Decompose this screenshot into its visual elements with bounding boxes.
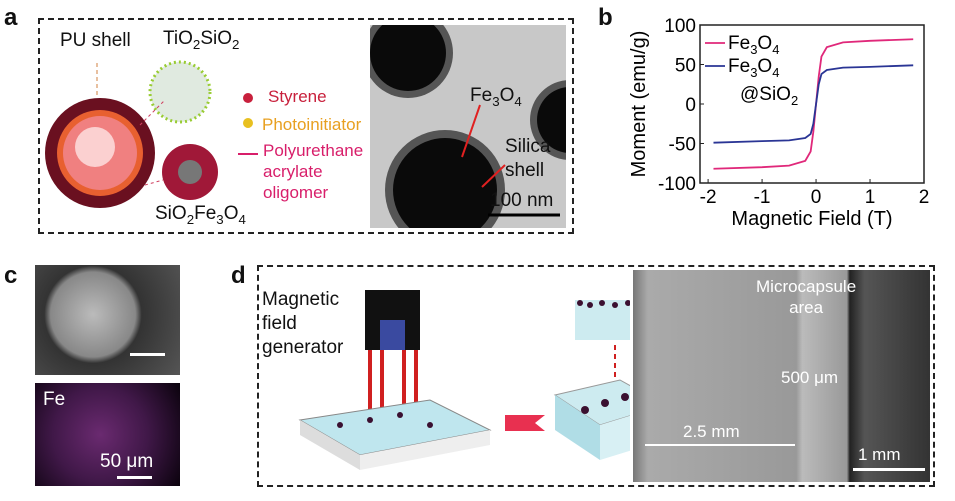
- fe-eds-map-image: Fe 50 μm: [35, 383, 180, 486]
- y-tick-label: -100: [658, 174, 696, 195]
- sem-scale-bar-d: [853, 468, 925, 471]
- tio2-sio2-nanoparticle: [148, 60, 212, 124]
- tem-scale-bar-label: 100 nm: [490, 190, 554, 211]
- y-tick-label: 50: [675, 56, 696, 77]
- dim-2-5mm-label: 2.5 mm: [683, 422, 740, 441]
- oligomer-line-icon: [238, 153, 258, 155]
- panel-a-label: a: [4, 4, 18, 31]
- dim-2-5mm-arrow: [645, 444, 795, 446]
- eds-scale-bar: [117, 476, 152, 479]
- pu-shell-label: PU shell: [60, 30, 131, 51]
- dim-500um-label: 500 μm: [781, 368, 839, 387]
- x-tick-label: -2: [700, 187, 717, 208]
- series-line-1: [713, 64, 914, 144]
- legend-label-0: Fe3O4: [728, 33, 779, 57]
- legend-label-1: Fe3O4@SiO2: [728, 56, 798, 108]
- x-tick-label: 0: [811, 187, 822, 208]
- x-axis-label: Magnetic Field (T): [731, 208, 892, 230]
- panel-a-frame: [38, 18, 574, 234]
- sem-scale-bar: [130, 353, 165, 356]
- sio2-fe3o4-label: SiO2Fe3O4: [155, 203, 246, 227]
- microcapsule-illustration: [45, 60, 218, 208]
- y-tick-label: 0: [685, 95, 696, 116]
- styrene-dot-icon: [243, 93, 253, 103]
- cross-section-view: [575, 300, 630, 340]
- y-tick-label: -50: [669, 135, 696, 156]
- styrene-label: Styrene: [268, 87, 327, 106]
- eds-scale-label: 50 μm: [100, 451, 154, 472]
- sem-scale-label: 1 mm: [858, 445, 901, 464]
- alignment-schematic: [298, 290, 630, 470]
- x-tick-label: 2: [919, 187, 930, 208]
- arrow-icon: [505, 415, 545, 431]
- panel-d-frame: [257, 265, 935, 487]
- panel-c-label: c: [4, 262, 18, 289]
- photoinitiator-label: Photoinitiator: [262, 115, 362, 134]
- x-tick-label: 1: [865, 187, 876, 208]
- fe-label: Fe: [43, 389, 66, 410]
- panel-b-label: b: [598, 4, 613, 31]
- y-axis-label: Moment (emu/g): [628, 31, 650, 178]
- photoinitiator-dot-icon: [243, 118, 253, 128]
- tem-image: [370, 25, 566, 228]
- panel-d-label: d: [231, 262, 246, 289]
- y-tick-label: 100: [664, 16, 696, 37]
- tio2-label: TiO2SiO2: [163, 28, 240, 52]
- sem-microcapsule-image: [35, 265, 180, 375]
- tem-fe3o4-label: Fe3O4: [470, 85, 522, 109]
- x-tick-label: -1: [754, 187, 771, 208]
